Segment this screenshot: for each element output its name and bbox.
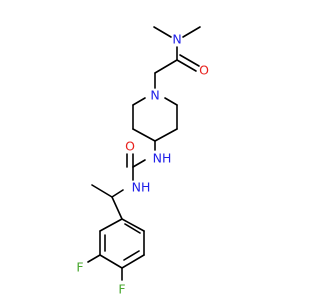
atom-n-piperidine: N xyxy=(150,88,159,103)
bond-ch-methyl xyxy=(91,184,113,198)
bond-carbonyl-ch2 xyxy=(154,59,178,74)
bond-ar-inner-2 xyxy=(123,250,140,261)
bond-pip-1 xyxy=(132,97,146,106)
bond-pip-3 xyxy=(132,128,156,142)
bond-ch-ipso xyxy=(111,196,123,220)
atom-o-amide: O xyxy=(199,63,209,78)
atom-nh-piperidinyl: NH xyxy=(153,151,172,166)
bond-layer xyxy=(87,26,201,281)
bond-amide-co-b xyxy=(179,54,200,67)
atom-f-para: F xyxy=(118,282,125,297)
atom-nh-benzylic: NH xyxy=(132,180,151,195)
bond-nh-urea xyxy=(132,159,146,168)
bond-nh2-ch xyxy=(111,189,124,198)
bond-nme-methyl-left xyxy=(153,26,172,38)
bond-ar-inner-1 xyxy=(124,223,141,234)
atom-n-dimethylamide: N xyxy=(172,32,181,47)
atom-f-meta: F xyxy=(76,260,83,275)
bond-ar-f-meta xyxy=(87,254,101,263)
molecule-canvas: N O N NH O NH F F xyxy=(76,26,210,297)
bond-ar-4 xyxy=(99,254,123,269)
bond-pip-4 xyxy=(154,128,178,142)
bond-amide-co-a xyxy=(176,59,197,72)
molecule-structure: N O N NH O NH F F xyxy=(76,26,209,297)
bond-nme-methyl-right xyxy=(182,26,201,38)
atom-label-layer: N O N NH O NH F F xyxy=(76,32,209,297)
bond-pip-6 xyxy=(164,97,178,106)
bond-ar-1 xyxy=(121,218,145,232)
bond-ar-6 xyxy=(99,218,123,232)
bond-ar-3 xyxy=(121,254,145,269)
atom-o-urea: O xyxy=(125,139,135,154)
